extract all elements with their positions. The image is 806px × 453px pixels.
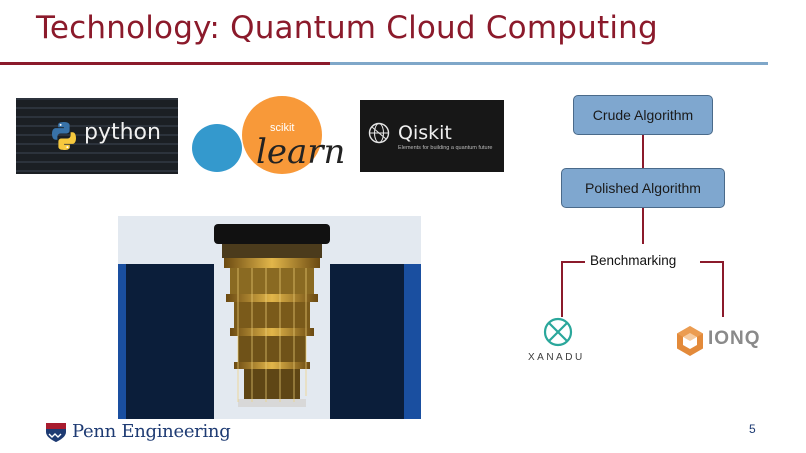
- xanadu-mark-icon: [543, 317, 573, 347]
- ionq-logo: IONQ: [672, 322, 782, 362]
- quantum-computer-photo: [118, 216, 421, 419]
- branch-right-vertical: [722, 261, 724, 317]
- benchmarking-label: Benchmarking: [590, 253, 677, 268]
- crude-algorithm-box: Crude Algorithm: [573, 95, 713, 135]
- xanadu-wordmark: XANADU: [528, 352, 585, 363]
- sklearn-orange-blob: [242, 96, 322, 174]
- quantum-computer-illustration: [118, 216, 421, 419]
- python-snake-icon: [52, 122, 76, 150]
- slide-title: Technology: Quantum Cloud Computing: [36, 10, 658, 46]
- title-rule-blue: [330, 62, 768, 65]
- qiskit-logo: Qiskit Elements for building a quantum f…: [360, 100, 504, 172]
- branch-left-vertical: [561, 261, 563, 317]
- scikit-learn-logo: scikit learn: [190, 96, 350, 176]
- qiskit-globe-icon: [368, 122, 390, 144]
- code-background: [16, 98, 178, 174]
- polished-algorithm-box: Polished Algorithm: [561, 168, 725, 208]
- sklearn-scikit-text: scikit: [270, 122, 295, 134]
- ionq-hexagon-icon: [677, 326, 703, 356]
- branch-right-horizontal: [700, 261, 724, 263]
- page-number: 5: [749, 422, 756, 436]
- penn-engineering-wordmark: Penn Engineering: [72, 421, 231, 442]
- connector-crude-to-polished: [642, 135, 644, 168]
- python-wordmark: python: [84, 120, 161, 145]
- penn-shield-icon: [46, 423, 66, 442]
- penn-engineering-logo: Penn Engineering: [44, 419, 231, 447]
- title-rule-red: [0, 62, 330, 65]
- xanadu-logo: XANADU: [524, 316, 604, 372]
- qiskit-wordmark: Qiskit: [398, 122, 452, 144]
- sklearn-learn-text: learn: [256, 132, 346, 172]
- python-logo: python: [16, 98, 178, 174]
- connector-polished-down: [642, 208, 644, 244]
- qiskit-tagline: Elements for building a quantum future: [398, 145, 493, 151]
- sklearn-blue-blob: [192, 124, 242, 172]
- ionq-wordmark: IONQ: [708, 328, 761, 349]
- branch-left-horizontal: [561, 261, 585, 263]
